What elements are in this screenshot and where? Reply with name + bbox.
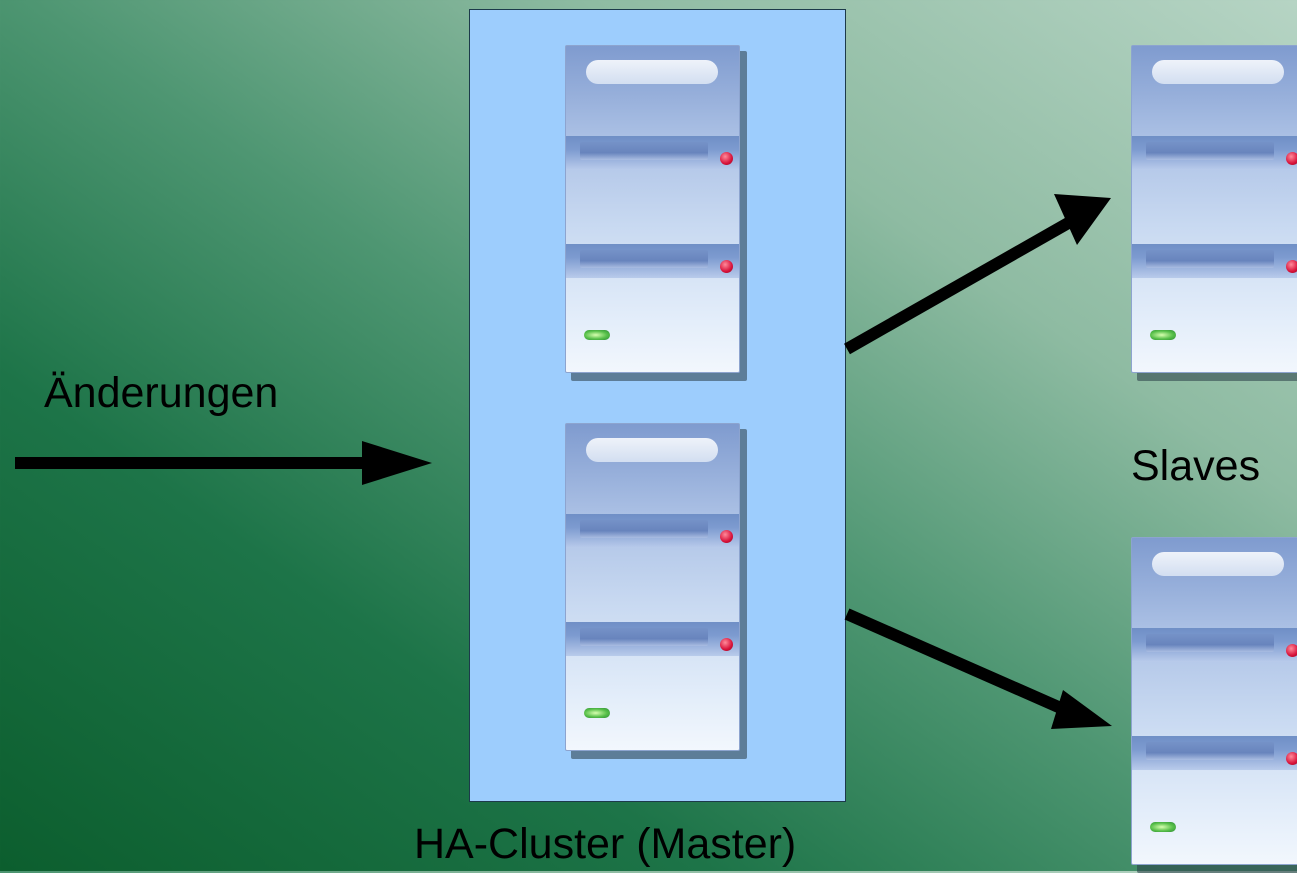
ha-cluster-label: HA-Cluster (Master) bbox=[414, 820, 797, 868]
status-led-red-icon bbox=[1286, 260, 1297, 273]
status-led-red-icon bbox=[720, 638, 733, 651]
slave-server-1-icon bbox=[1131, 45, 1297, 381]
power-led-green-icon bbox=[1150, 822, 1176, 832]
replication-arrow-slave-2 bbox=[844, 608, 1112, 729]
master-server-2-icon bbox=[565, 423, 747, 759]
status-led-red-icon bbox=[720, 260, 733, 273]
status-led-red-icon bbox=[1286, 644, 1297, 657]
changes-label: Änderungen bbox=[44, 369, 279, 417]
replication-arrow-slave-1 bbox=[844, 194, 1111, 355]
slaves-label: Slaves bbox=[1131, 442, 1261, 490]
status-led-red-icon bbox=[1286, 152, 1297, 165]
status-led-red-icon bbox=[720, 530, 733, 543]
power-led-green-icon bbox=[584, 330, 610, 340]
power-led-green-icon bbox=[584, 708, 610, 718]
slave-server-2-icon bbox=[1131, 537, 1297, 873]
status-led-red-icon bbox=[720, 152, 733, 165]
changes-arrow bbox=[15, 441, 432, 485]
status-led-red-icon bbox=[1286, 752, 1297, 765]
master-server-1-icon bbox=[565, 45, 747, 381]
power-led-green-icon bbox=[1150, 330, 1176, 340]
